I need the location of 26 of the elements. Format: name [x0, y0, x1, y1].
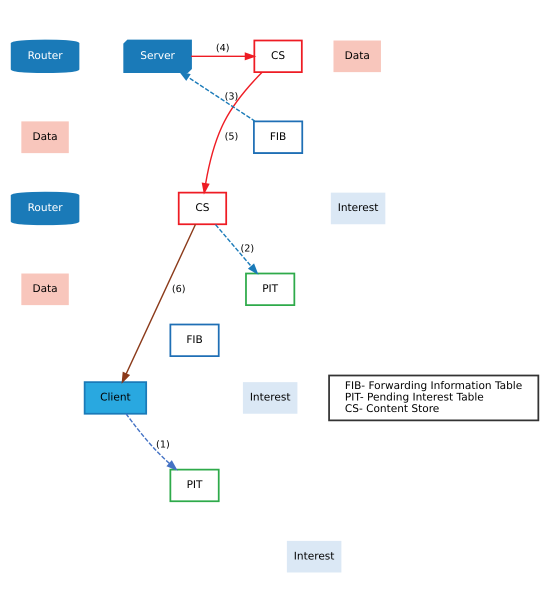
arrow: [122, 224, 196, 384]
node-box: CS: [178, 191, 228, 225]
node-box: Client: [84, 380, 148, 414]
edge-label: (4): [216, 42, 230, 54]
edge-label: (3): [224, 90, 238, 102]
node-box: PIT: [169, 468, 220, 502]
node-box: CS: [253, 39, 303, 73]
edge-label: (2): [240, 242, 254, 254]
label: Data: [344, 50, 370, 62]
node-box: FIB: [253, 120, 304, 154]
label: Interest: [294, 550, 334, 562]
arrow: [202, 71, 262, 194]
arrow: [214, 224, 259, 274]
arrow: [178, 70, 256, 122]
edge-label: (1): [156, 438, 170, 450]
node-box: FIB- Forwarding Information Table PIT- Pending Interest Table CS- Content Store: [328, 374, 540, 421]
arrow: [126, 412, 178, 470]
label: Data: [32, 130, 58, 142]
label: Interest: [250, 391, 290, 404]
node-box: FIB: [169, 323, 220, 357]
label: Interest: [338, 202, 378, 214]
edge-label: (6): [172, 283, 186, 294]
arrow: [191, 52, 256, 60]
node-box: PIT: [245, 272, 296, 306]
edge-label: (5): [224, 131, 238, 142]
label: Data: [32, 282, 58, 295]
